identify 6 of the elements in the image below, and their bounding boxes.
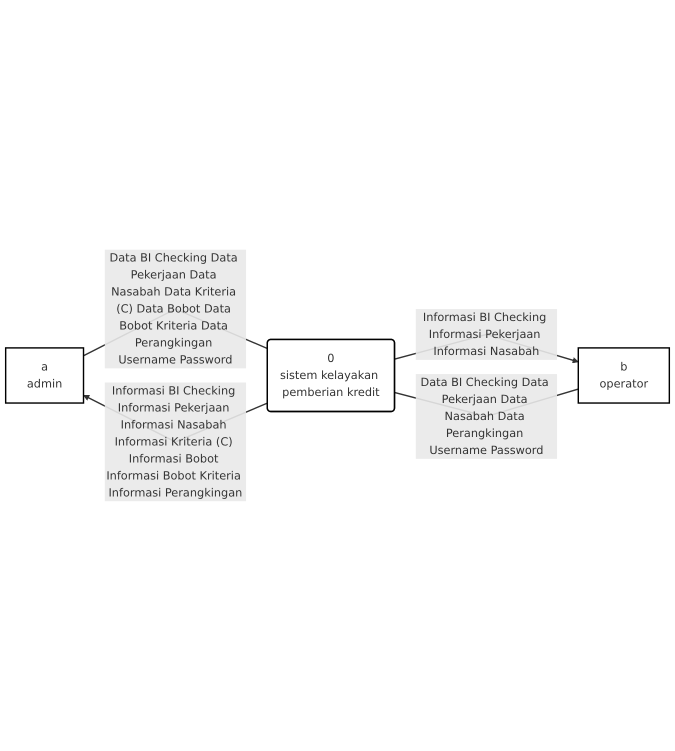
node-box: b operator — [578, 347, 670, 404]
edge-label: Informasi BI Checking Informasi Pekerjaan Informasi Nasabah — [422, 310, 546, 358]
edge-label: Data BI Checking Data Pekerjaan Data Nasabah Data Perangkingan Username Password — [420, 376, 549, 457]
node-box: a admin — [4, 347, 84, 404]
edge-label: Informasi BI Checking Informasi Pekerjaan Informasi Nasabah Informasi Kriteria (C) Informasi Bobot Informasi Bobot Kriteria Informasi Perangkingan — [106, 384, 242, 500]
edge-label: Data BI Checking Data Pekerjaan Data Nasabah Data Kriteria (C) Data Bobot Data Bobot Kriteria Data Perangkingan Username Password — [110, 251, 238, 366]
